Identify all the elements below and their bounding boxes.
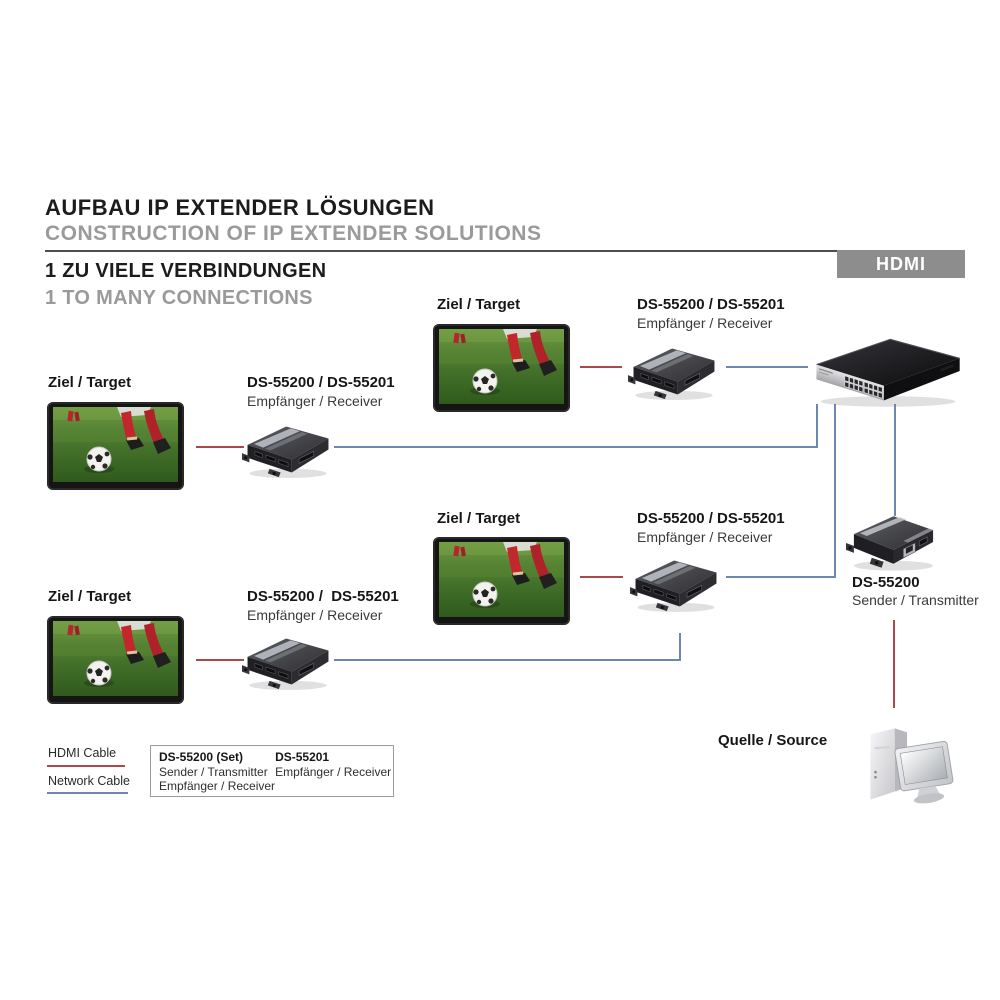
target-label: Ziel / Target	[48, 588, 132, 605]
target-label: Ziel / Target	[437, 510, 521, 527]
receiver-model-label: DS-55200 / DS-55201	[247, 588, 399, 605]
transmitter-device-icon	[846, 508, 940, 572]
legend-receiver-column: DS-55201 Empfänger / Receiver	[275, 750, 391, 779]
legend-set-model: DS-55200 (Set)	[159, 750, 244, 764]
source-label: Quelle / Source	[718, 732, 828, 749]
target-monitor-icon	[47, 402, 184, 490]
network-switch-icon	[808, 336, 966, 408]
target-monitor-icon	[47, 616, 184, 704]
hdmi-cable-line	[893, 620, 895, 708]
receiver-role-label: Empfänger / Receiver	[247, 393, 383, 409]
receiver-device-icon	[242, 420, 334, 479]
hdmi-cable-line	[580, 366, 622, 368]
network-cable-line	[834, 404, 836, 578]
network-cable-line	[894, 404, 896, 516]
legend-box: DS-55200 (Set) Sender / Transmitter Empf…	[150, 745, 394, 797]
page-title-de: AUFBAU IP EXTENDER LÖSUNGEN	[45, 195, 435, 220]
receiver-model-label: DS-55200 / DS-55201	[247, 374, 395, 391]
target-label: Ziel / Target	[48, 374, 132, 391]
legend-rx-role: Empfänger / Receiver	[275, 764, 392, 779]
transmitter-model-label: DS-55200	[852, 574, 920, 591]
page-title-en: CONSTRUCTION OF IP EXTENDER SOLUTIONS	[45, 222, 542, 245]
receiver-model-label: DS-55200 / DS-55201	[637, 510, 785, 527]
section-title-en: 1 TO MANY CONNECTIONS	[45, 287, 313, 309]
legend-hdmi-cable-line	[47, 765, 125, 767]
network-cable-line	[334, 659, 681, 661]
network-cable-line	[334, 446, 818, 448]
hdmi-cable-line	[196, 659, 244, 661]
target-label: Ziel / Target	[437, 296, 521, 313]
legend-set-column: DS-55200 (Set) Sender / Transmitter Empf…	[159, 750, 275, 794]
source-computer-icon	[848, 716, 962, 814]
legend-rx-model: DS-55201	[275, 750, 330, 764]
legend-set-role-1: Sender / Transmitter	[159, 764, 268, 779]
hdmi-cable-line	[196, 446, 244, 448]
legend-network-cable-label: Network Cable	[48, 774, 130, 788]
section-title-de: 1 ZU VIELE VERBINDUNGEN	[45, 260, 327, 282]
transmitter-role-label: Sender / Transmitter	[852, 592, 979, 608]
receiver-model-label: DS-55200 / DS-55201	[637, 296, 785, 313]
receiver-device-icon	[628, 342, 720, 401]
receiver-role-label: Empfänger / Receiver	[247, 607, 383, 623]
network-cable-line	[679, 633, 681, 661]
network-cable-line	[726, 576, 836, 578]
hdmi-badge: HDMI	[837, 250, 965, 278]
legend-network-cable-line	[47, 792, 128, 794]
receiver-role-label: Empfänger / Receiver	[637, 529, 773, 545]
target-monitor-icon	[433, 324, 570, 412]
hdmi-cable-line	[580, 576, 623, 578]
network-cable-line	[726, 366, 808, 368]
legend-hdmi-cable-label: HDMI Cable	[48, 746, 117, 760]
receiver-role-label: Empfänger / Receiver	[637, 315, 773, 331]
receiver-device-icon	[630, 554, 722, 613]
network-cable-line	[816, 404, 818, 448]
target-monitor-icon	[433, 537, 570, 625]
legend-set-role-2: Empfänger / Receiver	[159, 779, 276, 793]
header-rule	[45, 250, 837, 252]
receiver-device-icon	[242, 632, 334, 691]
